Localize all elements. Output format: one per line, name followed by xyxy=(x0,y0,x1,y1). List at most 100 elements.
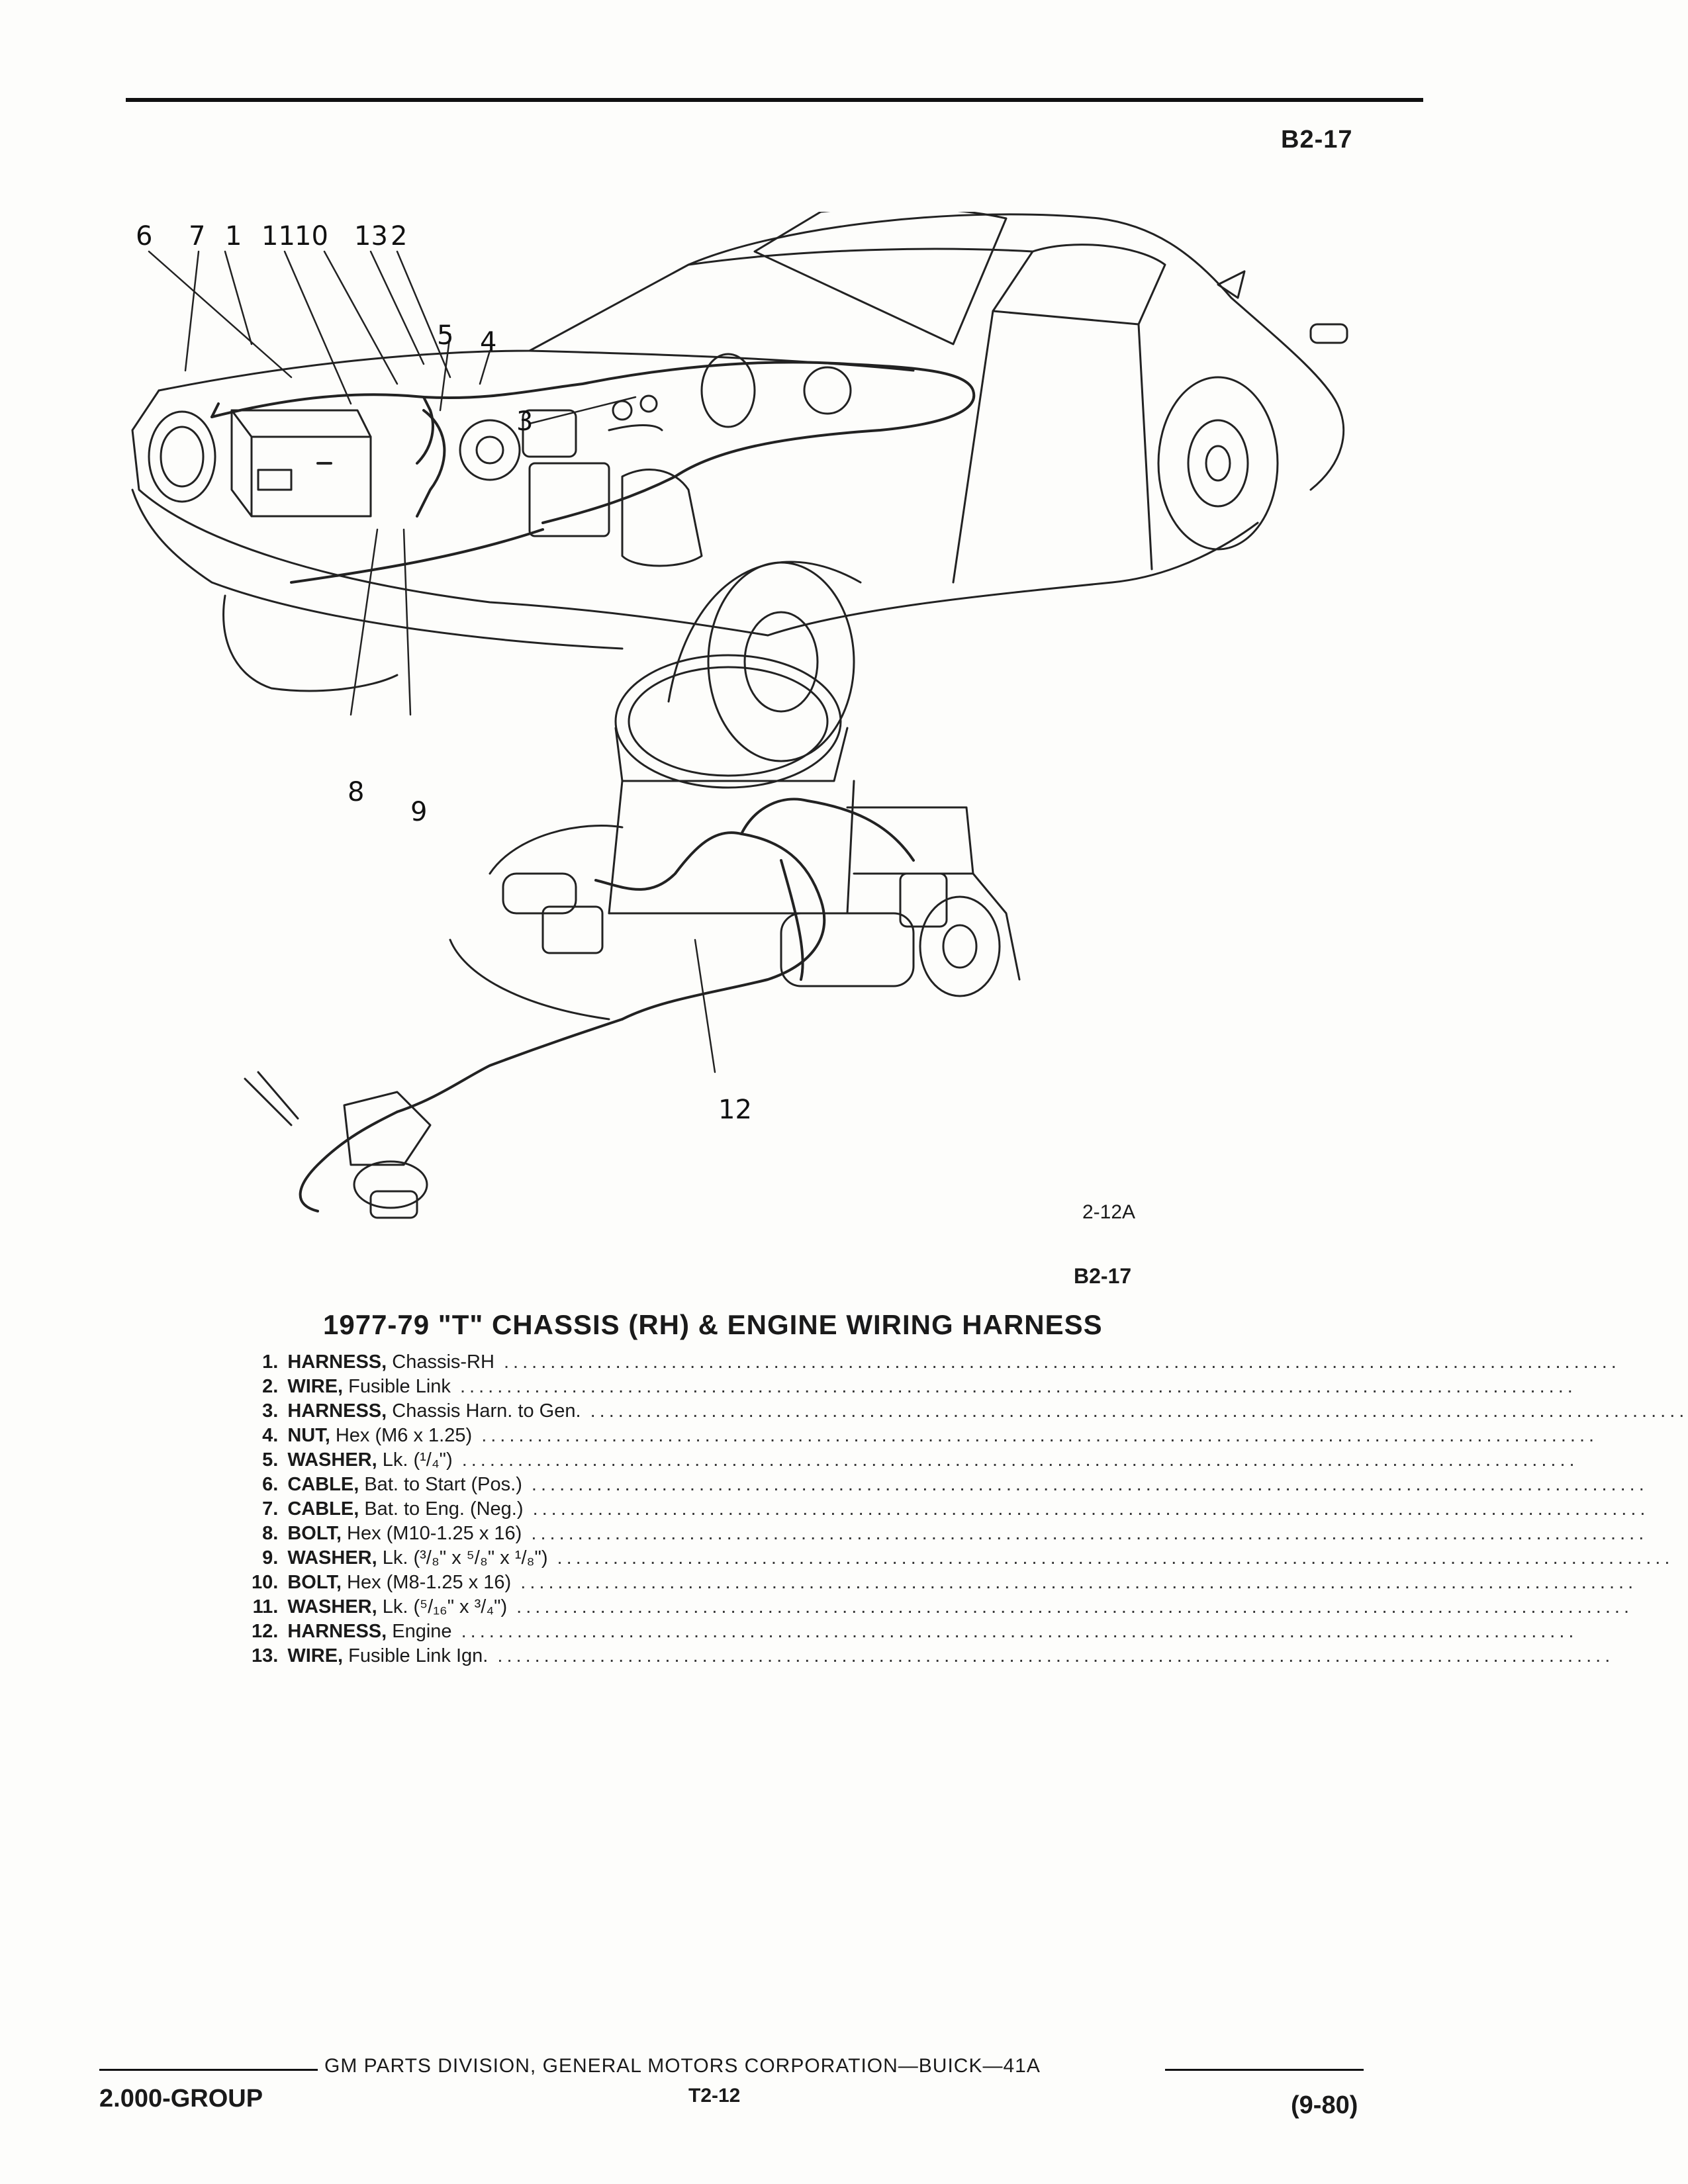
part-description-cell: CABLE, Bat. to Start (Pos.) ............… xyxy=(287,1473,1688,1497)
callout-12: 12 xyxy=(718,1095,752,1125)
part-number: 3. xyxy=(262,1400,279,1422)
part-number: 5. xyxy=(262,1449,279,1471)
callout-4: 4 xyxy=(480,327,496,357)
part-detail: Lk. (⁵/₁₆" x ³/₄") xyxy=(382,1596,508,1617)
part-name: HARNESS, xyxy=(287,1621,387,1642)
callout-2: 2 xyxy=(391,221,407,251)
part-description-cell: HARNESS, Chassis-RH ....................… xyxy=(287,1350,1688,1375)
part-description-cell: HARNESS, Chassis Harn. to Gen. .........… xyxy=(287,1399,1688,1424)
part-number: 7. xyxy=(262,1498,279,1520)
distributor-drawing xyxy=(244,1071,432,1219)
part-description-cell: WIRE, Fusible Link Ign. ................… xyxy=(287,1644,1688,1668)
callout-9: 9 xyxy=(410,797,427,827)
part-detail: Fusible Link Ign. xyxy=(348,1645,489,1666)
part-detail: Bat. to Eng. (Neg.) xyxy=(364,1498,524,1520)
parts-row: 11. WASHER, Lk. (⁵/₁₆" x ³/₄") ..........… xyxy=(252,1595,1688,1619)
part-number: 10. xyxy=(252,1572,279,1593)
part-name: WIRE, xyxy=(287,1376,344,1397)
callout-5: 5 xyxy=(437,320,453,351)
footer-page: T2-12 xyxy=(688,2085,741,2107)
battery-drawing xyxy=(230,409,372,518)
part-detail: Fusible Link xyxy=(348,1376,451,1397)
part-description-cell: WIRE, Fusible Link .....................… xyxy=(287,1375,1688,1399)
leader-dots: ........................................… xyxy=(472,1425,1599,1446)
part-name: HARNESS, xyxy=(287,1351,387,1373)
part-description-cell: BOLT, Hex (M8-1.25 x 16) ...............… xyxy=(287,1570,1688,1595)
leader-dots: ........................................… xyxy=(450,1376,1577,1397)
footer-date: (9-80) xyxy=(1291,2091,1358,2119)
parts-list: 1. HARNESS, Chassis-RH ..................… xyxy=(252,1350,1688,1668)
part-number: 6. xyxy=(262,1474,279,1495)
part-number: 11. xyxy=(252,1596,279,1617)
part-detail: Lk. (³/₈" x ⁵/₈" x ¹/₈") xyxy=(382,1547,548,1569)
part-detail: Chassis-RH xyxy=(392,1351,494,1373)
part-name: WASHER, xyxy=(287,1596,377,1617)
part-name: CABLE, xyxy=(287,1498,359,1520)
part-name: BOLT, xyxy=(287,1572,342,1593)
car-body-drawing xyxy=(131,206,1348,762)
callout-7: 7 xyxy=(189,221,205,251)
engine-harness-drawing xyxy=(299,797,915,1212)
part-name: HARNESS, xyxy=(287,1400,387,1422)
parts-row: 13. WIRE, Fusible Link Ign. .............… xyxy=(252,1644,1688,1668)
leader-dots: ........................................… xyxy=(522,1523,1648,1544)
part-name: NUT, xyxy=(287,1425,330,1446)
part-number: 12. xyxy=(252,1621,279,1642)
leader-dots: ........................................… xyxy=(494,1351,1620,1373)
callout-3: 3 xyxy=(516,406,533,437)
footer-rule-right xyxy=(1165,2069,1364,2071)
parts-row: 3. HARNESS, Chassis Harn. to Gen. .......… xyxy=(252,1399,1688,1424)
part-description-cell: CABLE, Bat. to Eng. (Neg.) .............… xyxy=(287,1497,1688,1522)
leader-dots: ........................................… xyxy=(581,1400,1688,1422)
figure-reference: 2-12A xyxy=(1082,1201,1136,1223)
section-code: B2-17 xyxy=(1074,1264,1132,1288)
part-detail: Hex (M6 x 1.25) xyxy=(335,1425,473,1446)
footer-publisher: GM PARTS DIVISION, GENERAL MOTORS CORPOR… xyxy=(324,2055,1041,2077)
part-number: 13. xyxy=(252,1645,279,1666)
top-rule xyxy=(126,98,1423,102)
chassis-harness-drawing xyxy=(211,361,976,584)
part-detail: Chassis Harn. to Gen. xyxy=(392,1400,581,1422)
callout-6: 6 xyxy=(136,221,152,251)
part-name: CABLE, xyxy=(287,1474,359,1495)
part-detail: Lk. (¹/₄") xyxy=(382,1449,453,1471)
parts-row: 5. WASHER, Lk. (¹/₄") ...................… xyxy=(252,1448,1688,1473)
callout-1: 1 xyxy=(225,221,242,251)
parts-row: 2. WIRE, Fusible Link ...................… xyxy=(252,1375,1688,1399)
callout-10: 10 xyxy=(295,221,328,251)
part-description-cell: NUT, Hex (M6 x 1.25) ...................… xyxy=(287,1424,1688,1448)
footer-rule-left xyxy=(99,2069,318,2071)
part-description-cell: HARNESS, Engine ........................… xyxy=(287,1619,1688,1644)
parts-row: 6. CABLE, Bat. to Start (Pos.) ..........… xyxy=(252,1473,1688,1497)
engine-components-drawing xyxy=(459,353,852,567)
parts-row: 4. NUT, Hex (M6 x 1.25) .................… xyxy=(252,1424,1688,1448)
part-number: 1. xyxy=(262,1351,279,1373)
part-name: WIRE, xyxy=(287,1645,344,1666)
part-detail: Bat. to Start (Pos.) xyxy=(364,1474,522,1495)
part-number: 9. xyxy=(262,1547,279,1569)
callout-11: 11 xyxy=(261,221,295,251)
part-number: 2. xyxy=(262,1376,279,1397)
parts-row: 9.WASHER, Lk. (³/₈" x ⁵/₈" x ¹/₈") .....… xyxy=(252,1546,1688,1570)
part-number: 4. xyxy=(262,1425,279,1446)
leader-dots: ........................................… xyxy=(511,1572,1638,1593)
callout-numbers: 6 7 1 11 10 13 2 5 4 3 8 9 12 xyxy=(136,221,752,1125)
footer-group: 2.000-GROUP xyxy=(99,2085,263,2113)
leader-dots: ........................................… xyxy=(452,1449,1579,1471)
part-description-cell: BOLT, Hex (M10-1.25 x 16) ..............… xyxy=(287,1522,1688,1546)
parts-row: 1. HARNESS, Chassis-RH ..................… xyxy=(252,1350,1688,1375)
leader-dots: ........................................… xyxy=(451,1621,1578,1642)
part-detail: Engine xyxy=(392,1621,452,1642)
part-description-cell: WASHER, Lk. (¹/₄") .....................… xyxy=(287,1448,1688,1473)
part-name: WASHER, xyxy=(287,1449,377,1471)
leader-dots: ........................................… xyxy=(488,1645,1615,1666)
header-page-code: B2-17 xyxy=(1281,126,1353,154)
part-name: BOLT, xyxy=(287,1523,342,1544)
parts-row: 8. BOLT, Hex (M10-1.25 x 16) ............… xyxy=(252,1522,1688,1546)
section-title: 1977-79 "T" CHASSIS (RH) & ENGINE WIRING… xyxy=(323,1309,1103,1340)
leader-dots: ........................................… xyxy=(523,1498,1650,1520)
part-description-cell: WASHER, Lk. (⁵/₁₆" x ³/₄") .............… xyxy=(287,1595,1688,1619)
part-detail: Hex (M10-1.25 x 16) xyxy=(347,1523,522,1544)
part-detail: Hex (M8-1.25 x 16) xyxy=(347,1572,512,1593)
part-number: 8. xyxy=(262,1523,279,1544)
